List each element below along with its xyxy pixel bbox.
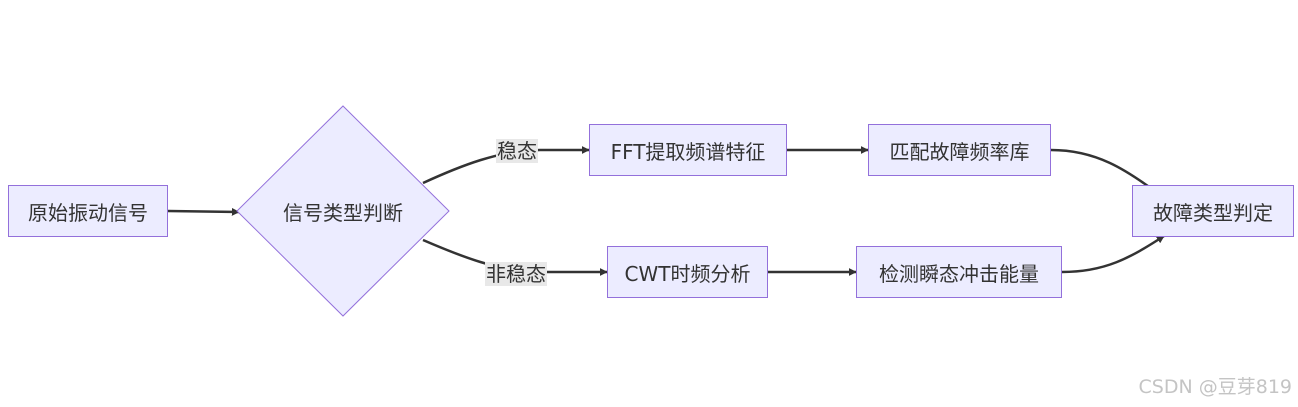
node-detect-label: 检测瞬态冲击能量 — [879, 261, 1039, 286]
node-match-label: 匹配故障频率库 — [889, 139, 1030, 164]
node-raw-signal-label: 原始振动信号 — [28, 200, 148, 225]
decision-diamond — [236, 105, 450, 317]
node-decision: 信号类型判断 — [253, 191, 433, 231]
edge-label-steady: 稳态 — [496, 139, 538, 163]
node-fft-label: FFT提取频谱特征 — [610, 139, 766, 164]
node-detect: 检测瞬态冲击能量 — [856, 246, 1062, 298]
edge-label-non-steady: 非稳态 — [485, 262, 547, 286]
node-cwt-label: CWT时频分析 — [624, 261, 751, 286]
node-decision-label: 信号类型判断 — [283, 200, 403, 225]
edge-raw-to-decision — [167, 207, 240, 216]
watermark: CSDN @豆芽819 — [1138, 376, 1292, 398]
edge-detect-to-result — [1061, 234, 1165, 274]
node-match: 匹配故障频率库 — [868, 124, 1051, 176]
node-fft: FFT提取频谱特征 — [589, 124, 787, 176]
node-result: 故障类型判定 — [1132, 185, 1294, 237]
node-result-label: 故障类型判定 — [1153, 200, 1273, 225]
node-cwt: CWT时频分析 — [607, 246, 768, 298]
node-raw-signal: 原始振动信号 — [8, 185, 168, 237]
